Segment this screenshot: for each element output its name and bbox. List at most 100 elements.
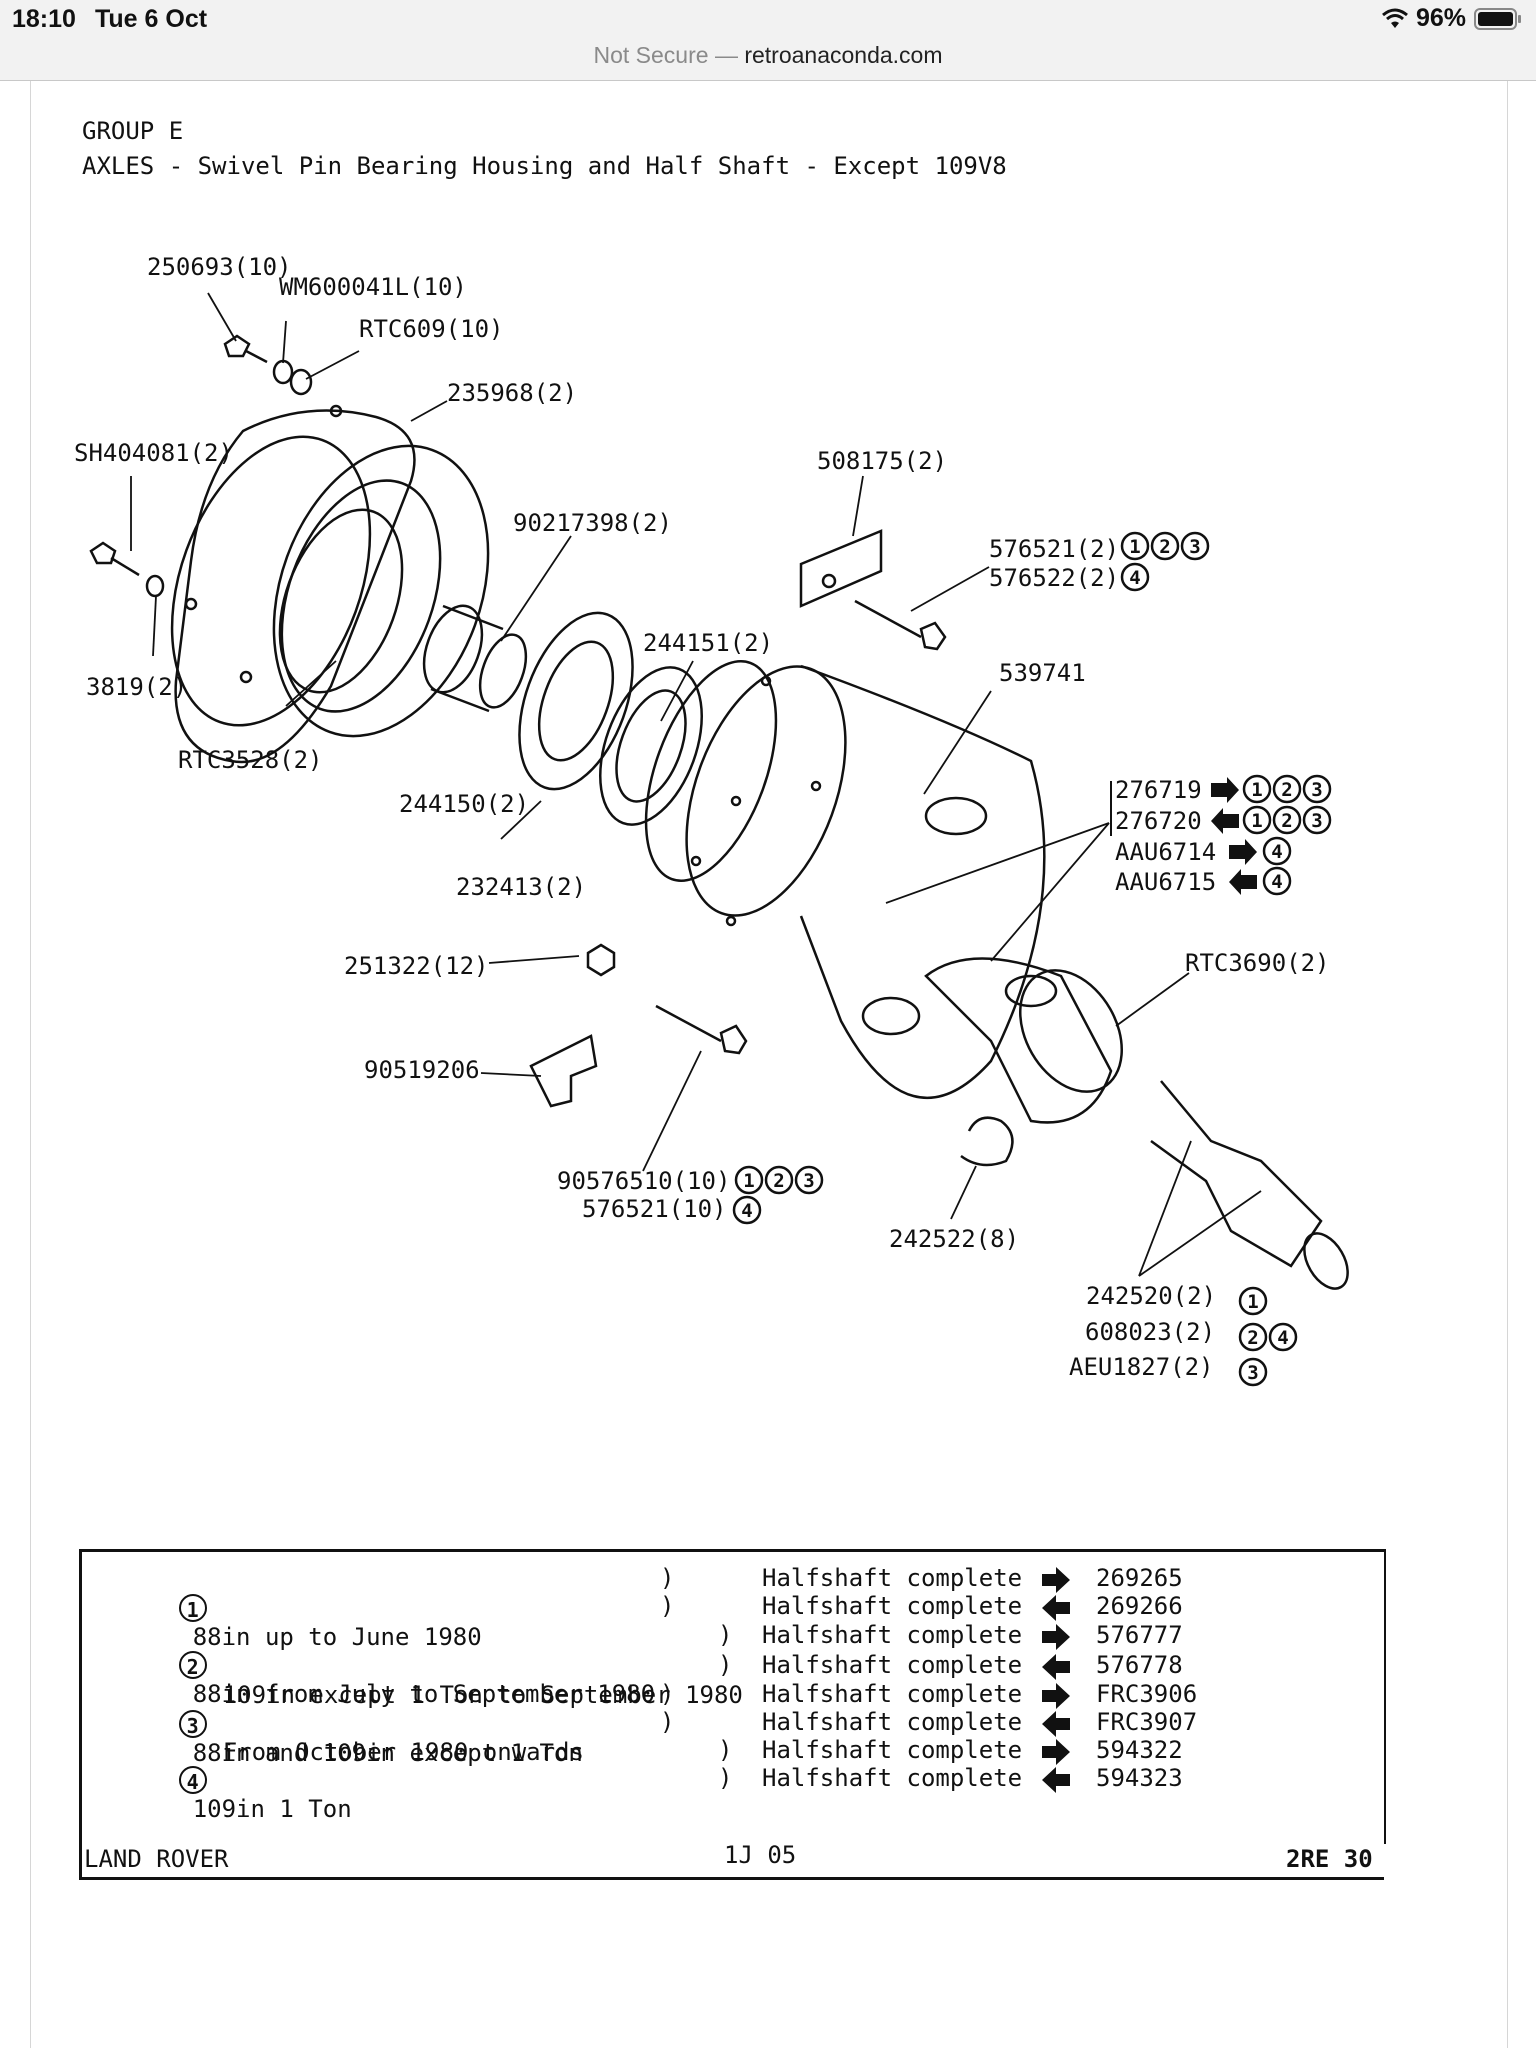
part-number: 269265 [1096, 1564, 1183, 1592]
url-text[interactable]: Not Secure — retroanaconda.com [593, 42, 942, 69]
bracket-mark: ) [718, 1651, 733, 1679]
not-secure-label: Not Secure [593, 42, 709, 68]
callout-sh404081: SH404081(2) [74, 439, 233, 467]
bolt-250693-icon [223, 334, 268, 364]
svg-text:1: 1 [1251, 810, 1262, 832]
bracket-508175-icon [799, 529, 883, 608]
page-title: AXLES - Swivel Pin Bearing Housing and H… [82, 152, 1007, 180]
halfshaft-row: Halfshaft complete [762, 1764, 1023, 1792]
note-row-2b: 109in except 1 Ton to September 1980 [136, 1653, 743, 1737]
footer-right: 2RE 30 [1286, 1845, 1373, 1873]
svg-text:2: 2 [1247, 1327, 1258, 1349]
halfshaft-row: Halfshaft complete [762, 1564, 1023, 1592]
callout-90217398: 90217398(2) [513, 509, 672, 537]
note-text: 88in up to June 1980 [192, 1623, 482, 1651]
bracket-mark: ) [718, 1621, 733, 1649]
bolt-576521-icon [854, 599, 947, 651]
svg-text:3: 3 [1247, 1362, 1258, 1384]
bracket-column: ) ) [660, 1680, 675, 1736]
part-number: 594322 [1096, 1736, 1183, 1764]
svg-text:3: 3 [803, 1170, 814, 1192]
callout-aau6715: AAU6715 [1115, 868, 1216, 896]
callout-276719: 276719 [1115, 776, 1202, 804]
note-row-3b: From October 1980 onwards [136, 1710, 584, 1794]
note-row-2: 2 88in from July to September 1980 [92, 1623, 655, 1736]
marker-group-aau6715: 4 [1262, 866, 1292, 896]
washer-wm600041l-icon [272, 359, 294, 385]
part-number: FRC3907 [1096, 1708, 1198, 1736]
note-marker: 2 [178, 1651, 207, 1679]
rh-arrow-icon [1229, 839, 1257, 865]
callout-aau6714: AAU6714 [1115, 838, 1216, 866]
rh-arrow-icon [1042, 1567, 1070, 1593]
callout-251322: 251322(12) [344, 952, 489, 980]
callout-rtc3528: RTC3528(2) [178, 746, 323, 774]
callout-608023: 608023(2) [1085, 1318, 1215, 1346]
status-bar: 18:10 Tue 6 Oct 96% [0, 0, 1536, 40]
callout-244151: 244151(2) [643, 629, 773, 657]
bearing-244150-icon [518, 611, 634, 791]
rh-arrow-icon [1042, 1739, 1070, 1765]
callout-235968: 235968(2) [447, 379, 577, 407]
status-time: 18:10 [12, 5, 76, 33]
wifi-icon [1381, 8, 1408, 28]
note-marker: 1 [178, 1594, 207, 1622]
svg-text:4: 4 [1129, 567, 1140, 589]
note-marker: 3 [178, 1710, 207, 1738]
url-domain: retroanaconda.com [744, 42, 943, 68]
marker-group-576521-10: 4 [732, 1195, 762, 1225]
halfshaft-row: Halfshaft complete [762, 1736, 1023, 1764]
svg-text:3: 3 [1189, 536, 1200, 558]
note-text: 109in except 1 Ton to September 1980 [222, 1681, 743, 1709]
callout-576522: 576522(2) [989, 564, 1119, 592]
svg-text:4: 4 [1271, 841, 1282, 863]
marker-group-576521: 1 2 3 [1120, 531, 1210, 561]
svg-text:1: 1 [1129, 536, 1140, 558]
lh-arrow-icon [1042, 1767, 1070, 1793]
marker-group-242520: 1 [1238, 1286, 1268, 1316]
svg-text:4: 4 [1271, 871, 1282, 893]
callout-232413: 232413(2) [456, 873, 586, 901]
group-heading: GROUP E [82, 117, 184, 145]
callout-539741: 539741 [999, 659, 1086, 687]
callout-rtc609: RTC609(10) [359, 315, 504, 343]
bolt-90576510-icon [655, 1004, 748, 1055]
lh-arrow-icon [1042, 1711, 1070, 1737]
application-notes-table: 1 88in up to June 1980 2 88in from July … [79, 1549, 1386, 1844]
exploded-parts-diagram: 250693(10) WM600041L(10) RTC609(10) 2359… [74, 253, 1349, 1387]
circlip-242522-icon [960, 1116, 1014, 1167]
callout-3819: 3819(2) [86, 673, 187, 701]
svg-text:3: 3 [1311, 779, 1322, 801]
svg-text:2: 2 [1159, 536, 1170, 558]
nut-251322-icon [586, 943, 616, 977]
address-bar[interactable]: Not Secure — retroanaconda.com [0, 40, 1536, 81]
marker-group-576522: 4 [1120, 562, 1150, 592]
washer-rtc609-icon [289, 368, 313, 396]
lh-arrow-icon [1229, 869, 1257, 895]
halfshaft-row: Halfshaft complete [762, 1592, 1023, 1620]
bracket-column: ) ) [718, 1736, 733, 1792]
part-number: 576777 [1096, 1621, 1183, 1649]
callout-90519206: 90519206 [364, 1056, 480, 1084]
swivel-housing-539741-icon [685, 664, 1046, 1099]
svg-text:1: 1 [1251, 779, 1262, 801]
part-number: 269266 [1096, 1592, 1183, 1620]
note-text: 109in 1 Ton [192, 1795, 352, 1823]
svg-text:1: 1 [743, 1170, 754, 1192]
halfshaft-row: Halfshaft complete [762, 1708, 1023, 1736]
svg-text:2: 2 [773, 1170, 784, 1192]
battery-icon [1474, 7, 1521, 30]
callout-aeu1827: AEU1827(2) [1069, 1353, 1214, 1381]
washer-3819-icon [145, 574, 165, 598]
url-separator: — [714, 42, 738, 68]
marker-group-aau6714: 4 [1262, 836, 1292, 866]
note-text: 88in and 109in except 1 Ton [192, 1739, 583, 1767]
rh-arrow-icon [1042, 1624, 1070, 1650]
battery-percent: 96% [1415, 4, 1466, 32]
bracket-90519206-icon [529, 1034, 598, 1108]
callout-576521-10: 576521(10) [582, 1195, 727, 1223]
svg-text:2: 2 [1281, 779, 1292, 801]
lh-arrow-icon [1042, 1654, 1070, 1680]
halfshaft-row: Halfshaft complete [762, 1651, 1023, 1679]
callout-rtc3690: RTC3690(2) [1185, 949, 1330, 977]
